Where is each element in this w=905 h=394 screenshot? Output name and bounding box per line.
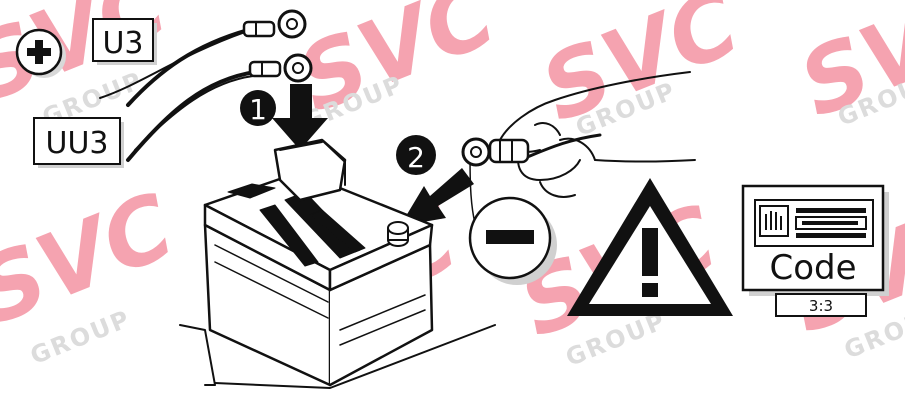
step-2-marker: 2 bbox=[396, 135, 436, 175]
code-sub-text: 3:3 bbox=[809, 297, 833, 315]
step-2-number: 2 bbox=[407, 141, 425, 174]
u3-text: U3 bbox=[102, 26, 143, 61]
u3-label: U3 bbox=[93, 19, 157, 65]
code-text: Code bbox=[769, 248, 856, 288]
watermark-brand: SVC bbox=[528, 0, 753, 143]
uu3-label: UU3 bbox=[34, 118, 124, 168]
uu3-text: UU3 bbox=[45, 126, 108, 161]
step-1-number: 1 bbox=[249, 93, 267, 126]
minus-icon bbox=[470, 198, 557, 285]
step-1-marker: 1 bbox=[240, 90, 276, 126]
